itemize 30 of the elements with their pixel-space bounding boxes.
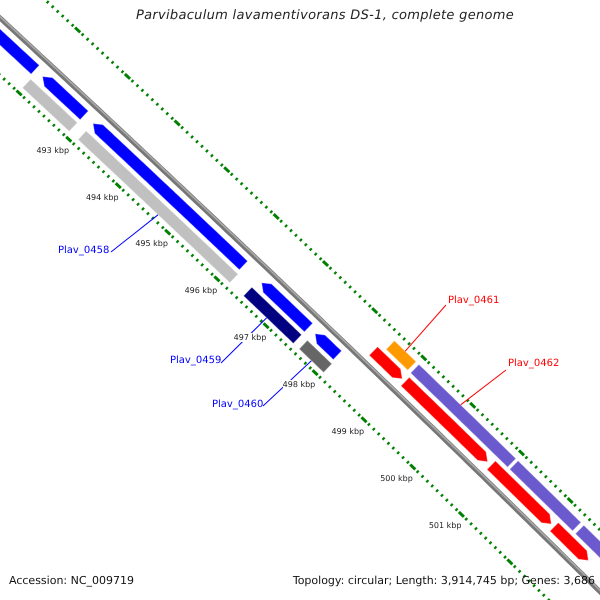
scale-label: 497 kbp — [234, 332, 266, 342]
scale-label: 494 kbp — [86, 192, 119, 202]
gene-bar — [509, 460, 582, 532]
scale-label: 498 kbp — [282, 380, 316, 389]
gene-bar — [385, 340, 417, 371]
gene-feature — [549, 522, 589, 562]
gene-label: Plav_0461 — [448, 295, 500, 306]
gene-bar — [298, 340, 333, 374]
accession-text: Accession: NC_009719 — [9, 574, 134, 587]
gene-feature — [314, 333, 342, 360]
scale-label: 500 kbp — [380, 474, 413, 483]
scale-label: 493 kbp — [36, 146, 70, 156]
map-title: Parvibaculum lavamentivorans DS-1, complete genome — [134, 8, 516, 23]
leader-line — [110, 214, 158, 252]
gene-feature — [368, 346, 403, 380]
gene-feature — [486, 460, 552, 525]
leader-line — [460, 370, 506, 406]
scale-label: 496 kbp — [184, 286, 218, 295]
gene-label: Plav_0460 — [212, 399, 264, 410]
scale-label: 495 kbp — [135, 239, 168, 248]
gene-label: Plav_0458 — [58, 245, 110, 256]
scale-label: 499 kbp — [332, 426, 364, 436]
gene-feature — [42, 76, 89, 120]
gene-feature — [261, 282, 314, 333]
scale-label: 501 kbp — [428, 521, 462, 530]
gene-label: Plav_0459 — [170, 355, 222, 366]
gene-feature — [400, 376, 488, 462]
leader-line — [404, 304, 446, 352]
gene-label: Plav_0462 — [508, 358, 560, 369]
gene-bar — [22, 78, 78, 132]
